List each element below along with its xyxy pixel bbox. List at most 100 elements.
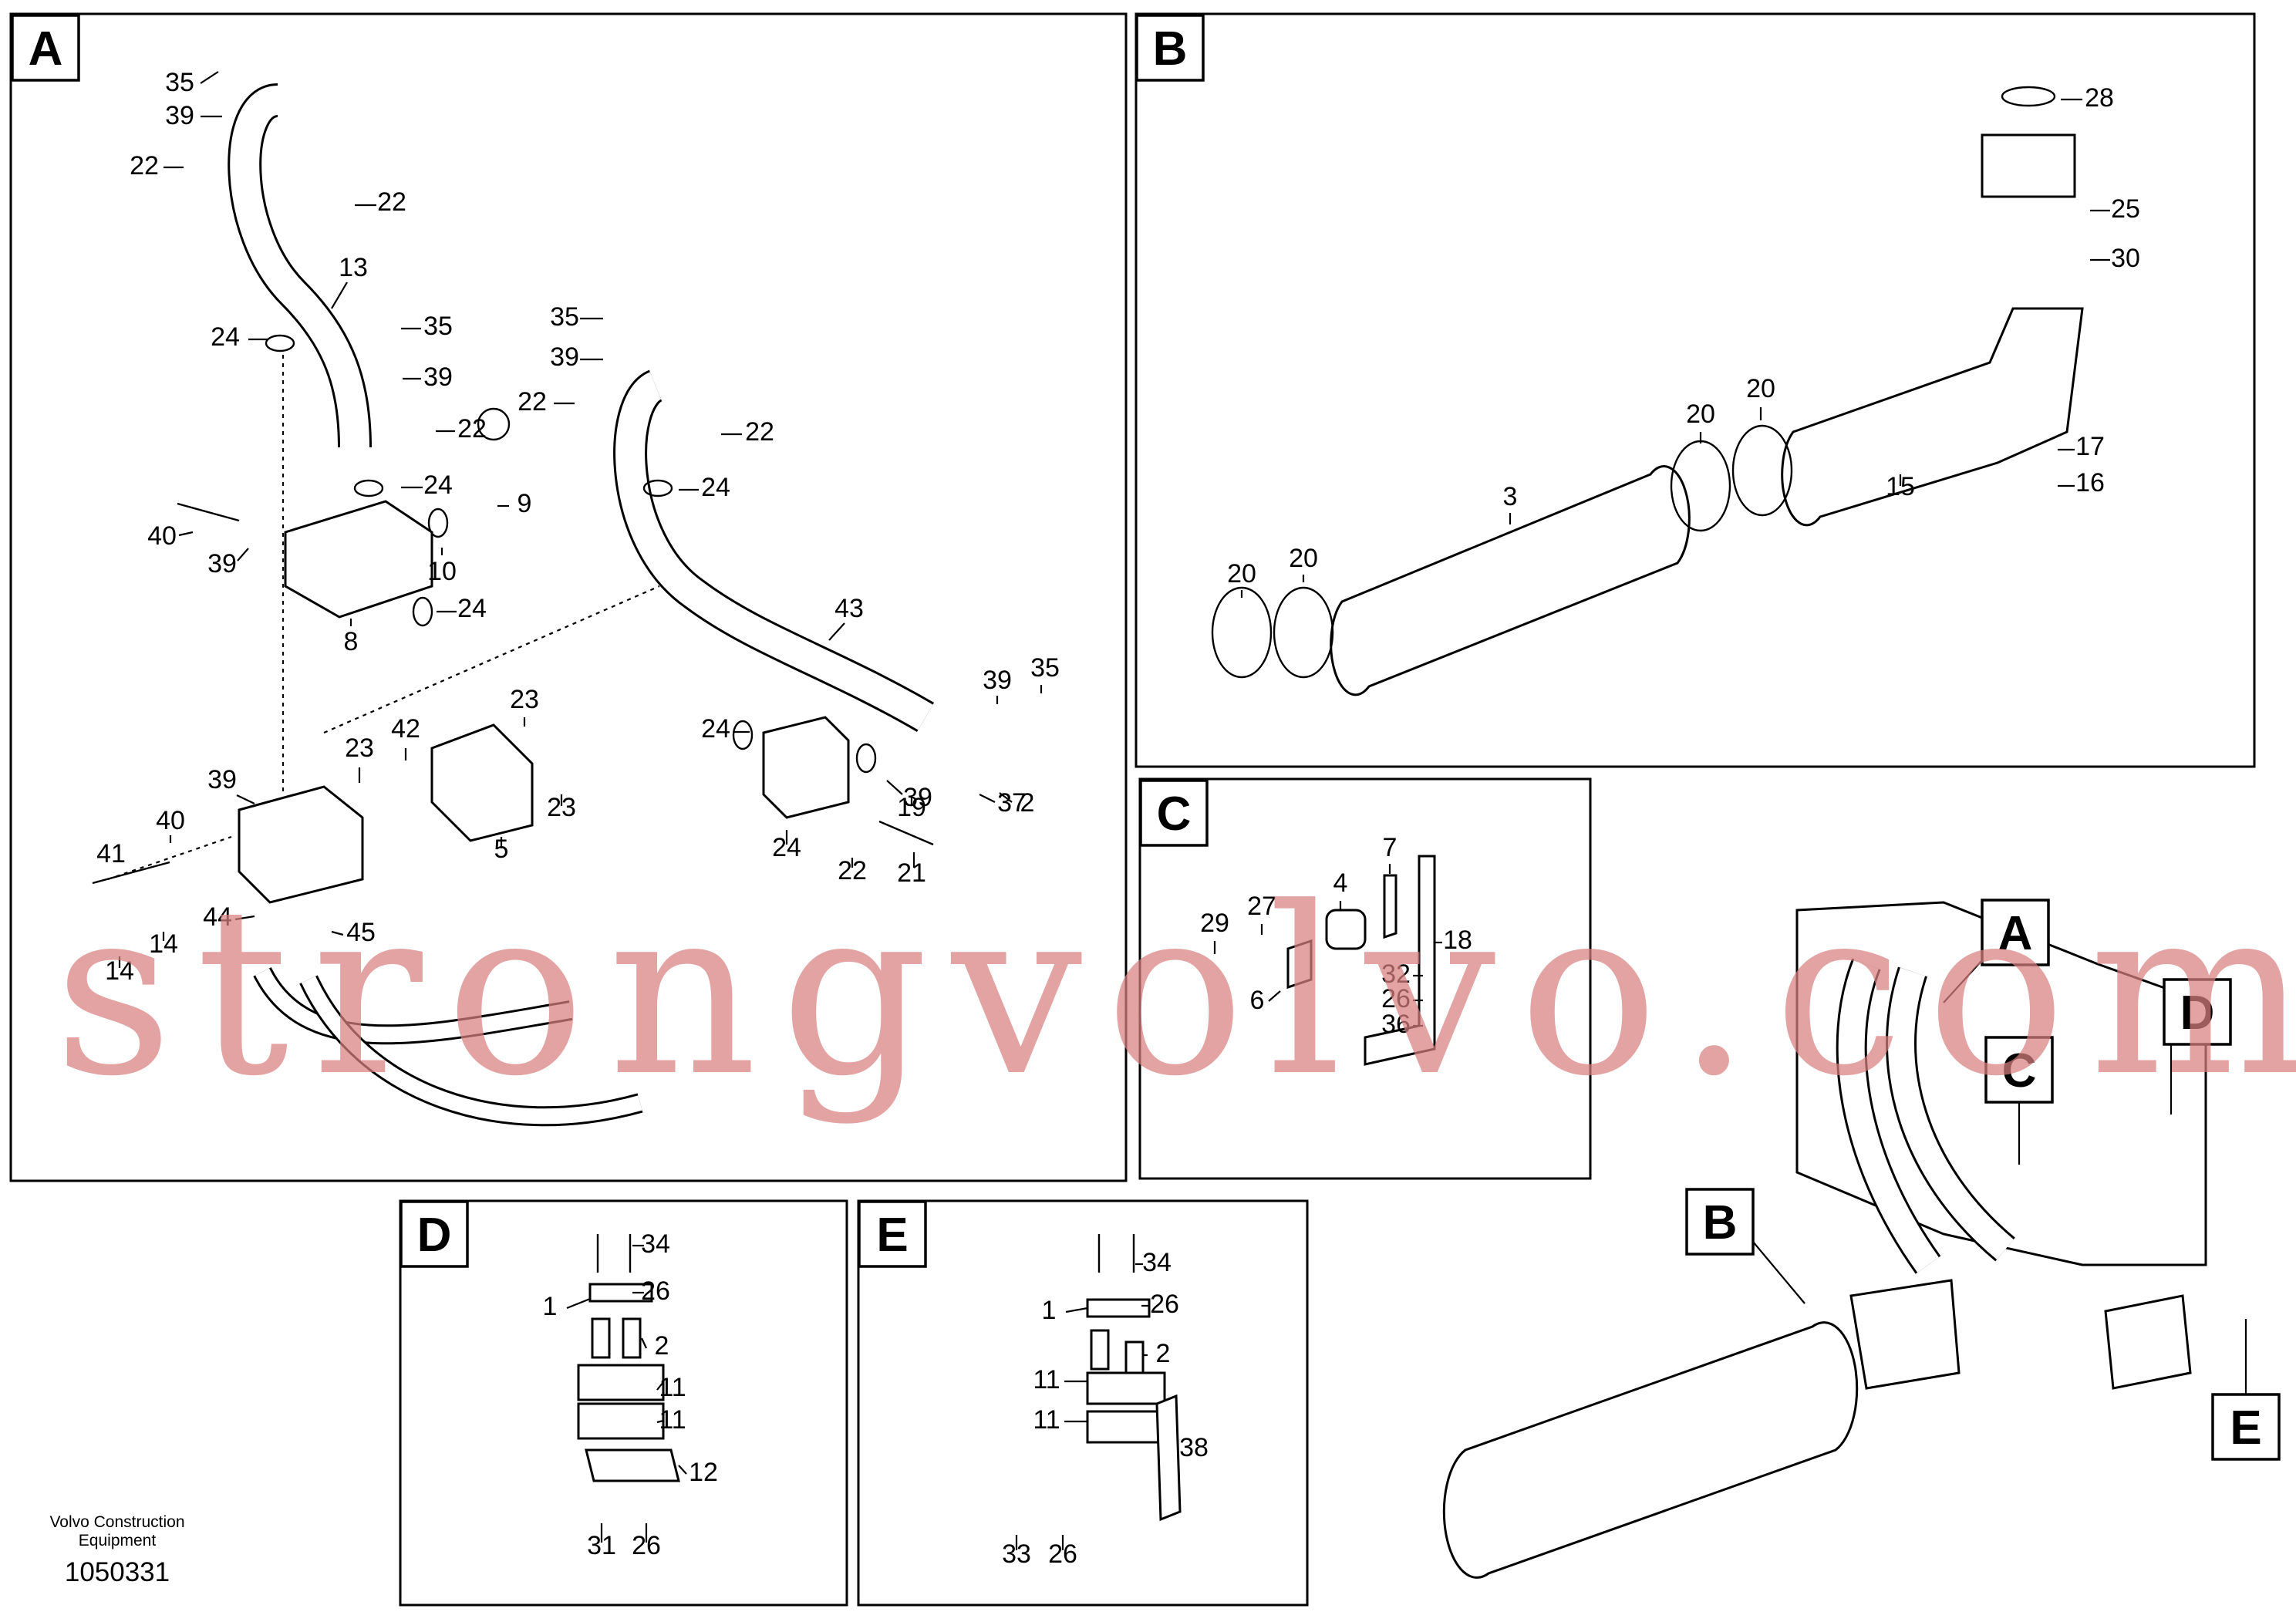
callout-c-18: 18 bbox=[1435, 926, 1472, 955]
panel-a: A bbox=[9, 12, 1128, 1182]
callout-a-35: 35 bbox=[401, 312, 453, 341]
callout-a-39: 39 bbox=[207, 548, 249, 578]
callout-leader bbox=[999, 792, 1013, 803]
manifold-19 bbox=[238, 785, 364, 904]
oring-24-a bbox=[265, 334, 295, 352]
spacer-2-b bbox=[622, 1317, 642, 1359]
hose-14-upper-body bbox=[255, 968, 572, 1043]
callout-number: 26 bbox=[641, 1276, 670, 1306]
panel-e: E bbox=[857, 1199, 1309, 1607]
bushing-4 bbox=[1325, 909, 1367, 950]
pipe-43-body bbox=[615, 372, 933, 730]
callout-leader bbox=[678, 1465, 687, 1475]
callout-number: 38 bbox=[1179, 1433, 1209, 1462]
callout-leader bbox=[236, 794, 255, 804]
panel-e-tag bbox=[858, 1200, 927, 1268]
callout-number: 17 bbox=[2075, 432, 2105, 461]
callout-a-24: 24 bbox=[437, 594, 487, 623]
callout-e-34: 34 bbox=[1135, 1248, 1172, 1277]
callout-leader bbox=[979, 794, 996, 803]
callout-number: 22 bbox=[130, 151, 159, 180]
callout-number: 36 bbox=[1381, 1010, 1411, 1039]
callout-b-3: 3 bbox=[1503, 482, 1517, 524]
pipe-43-outline bbox=[613, 369, 935, 733]
callout-b-30: 30 bbox=[2090, 244, 2140, 273]
callout-c-27: 27 bbox=[1247, 892, 1276, 935]
callout-number: 5 bbox=[494, 835, 509, 864]
oring-24-e bbox=[732, 720, 754, 750]
callout-number: 41 bbox=[96, 839, 126, 868]
clip-6 bbox=[1286, 939, 1313, 990]
callout-a-14: 14 bbox=[105, 956, 134, 986]
callout-a-39: 39 bbox=[550, 342, 603, 372]
callout-number: 1 bbox=[543, 1292, 558, 1321]
callout-number: 32 bbox=[1381, 959, 1411, 989]
plate-1 bbox=[588, 1283, 653, 1303]
panel-a-letter: A bbox=[29, 22, 63, 76]
callout-number: 21 bbox=[897, 858, 926, 888]
callout-b-15: 15 bbox=[1886, 472, 1915, 501]
callout-a-24: 24 bbox=[772, 830, 801, 862]
bracket-12 bbox=[585, 1448, 680, 1482]
callout-number: 24 bbox=[211, 322, 240, 352]
callout-leader bbox=[1065, 1307, 1088, 1313]
callout-number: 20 bbox=[1227, 559, 1256, 588]
callout-number: 22 bbox=[838, 856, 867, 885]
plate-41 bbox=[430, 723, 534, 842]
callout-a-43: 43 bbox=[828, 594, 864, 641]
panel-c-letter: C bbox=[1157, 787, 1192, 841]
callout-a-22: 22 bbox=[838, 856, 867, 885]
callout-a-2: 2 bbox=[999, 788, 1034, 818]
overview-tube bbox=[1442, 1321, 1859, 1579]
callout-a-13: 13 bbox=[331, 253, 368, 309]
panel-e-letter: E bbox=[876, 1209, 908, 1262]
callout-number: 30 bbox=[2111, 244, 2140, 273]
callout-number: 23 bbox=[345, 733, 374, 763]
callout-a-24: 24 bbox=[211, 322, 268, 352]
callout-number: 26 bbox=[632, 1531, 661, 1560]
plug-9 bbox=[477, 407, 511, 441]
callout-a-22: 22 bbox=[130, 151, 184, 180]
callout-number: 35 bbox=[550, 302, 579, 332]
panel-b: B bbox=[1135, 12, 2256, 768]
callout-number: 13 bbox=[339, 253, 368, 282]
valve-block-8 bbox=[284, 500, 433, 619]
callout-number: 20 bbox=[1289, 544, 1318, 573]
callout-number: 27 bbox=[1247, 892, 1276, 921]
callout-number: 39 bbox=[207, 765, 237, 794]
callout-number: 6 bbox=[1250, 986, 1265, 1015]
callout-leader bbox=[331, 930, 344, 936]
callout-a-39: 39 bbox=[983, 666, 1012, 704]
pipe-13-body bbox=[230, 86, 369, 448]
callout-a-23: 23 bbox=[345, 733, 374, 783]
oring-24-c bbox=[642, 479, 673, 497]
plate-1 bbox=[1086, 1298, 1151, 1318]
drawing-number: 1050331 bbox=[65, 1557, 170, 1587]
callout-d-12: 12 bbox=[678, 1458, 718, 1487]
callout-number: 39 bbox=[983, 666, 1012, 695]
clamp-20-b bbox=[1273, 586, 1334, 679]
callout-number: 14 bbox=[105, 956, 134, 986]
overview-pipe-a-body bbox=[1838, 959, 1939, 1273]
overview-tag-a-leader bbox=[1943, 959, 1983, 1003]
callout-e-26: 26 bbox=[1141, 1290, 1179, 1319]
panel-b-letter: B bbox=[1153, 22, 1188, 76]
brand-line-1: Volvo Construction bbox=[49, 1513, 184, 1531]
callout-number: 44 bbox=[203, 902, 232, 932]
callout-d-11: 11 bbox=[656, 1405, 686, 1435]
callout-a-23: 23 bbox=[510, 685, 539, 727]
callout-a-10: 10 bbox=[427, 548, 457, 586]
valve-block-5 bbox=[762, 716, 850, 819]
callout-d-1: 1 bbox=[543, 1292, 591, 1321]
overview-tag-e-letter: E bbox=[2230, 1401, 2261, 1455]
callout-number: 37 bbox=[997, 788, 1027, 818]
callout-number: 29 bbox=[1200, 909, 1229, 938]
callout-d-34: 34 bbox=[632, 1229, 670, 1259]
callout-a-39: 39 bbox=[403, 363, 453, 392]
callout-number: 4 bbox=[1333, 868, 1348, 898]
callout-number: 23 bbox=[547, 793, 576, 822]
callout-number: 39 bbox=[207, 549, 237, 578]
callout-d-2: 2 bbox=[641, 1331, 669, 1361]
callout-number: 39 bbox=[550, 342, 579, 372]
